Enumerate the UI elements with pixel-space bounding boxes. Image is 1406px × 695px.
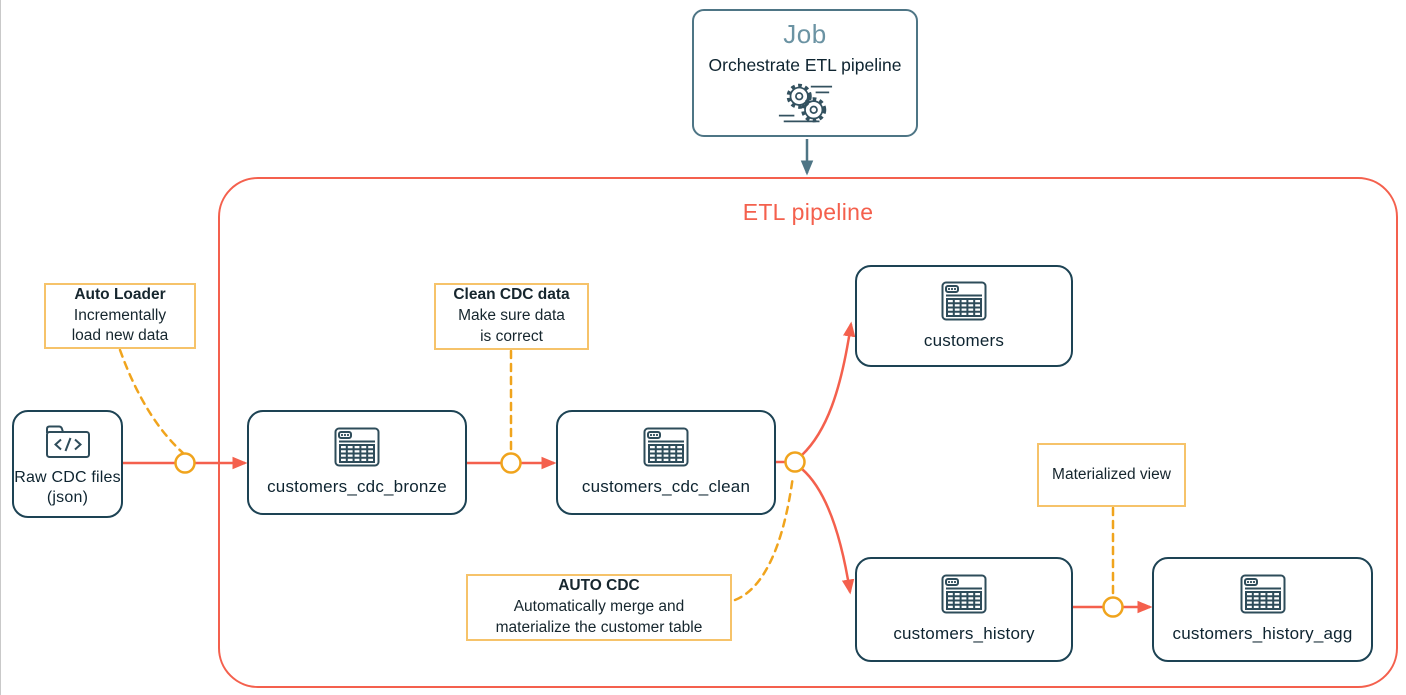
table-icon xyxy=(1240,574,1285,614)
screen-left-edge xyxy=(0,0,1,695)
table-icon xyxy=(941,574,987,614)
node-customers-history-agg: customers_history_agg xyxy=(1152,557,1373,662)
annotation-body: Automatically merge and materialize the … xyxy=(495,598,703,636)
job-title: Job xyxy=(783,19,827,49)
node-label: Raw CDC files (json) xyxy=(14,468,121,506)
table-icon xyxy=(941,281,987,321)
table-icon xyxy=(334,427,380,467)
node-customers: customers xyxy=(855,265,1073,367)
annotation-auto-loader: Auto Loader Incrementally load new data xyxy=(44,283,196,349)
node-customers-cdc-clean: customers_cdc_clean xyxy=(556,410,776,515)
node-label: customers_history_agg xyxy=(1172,624,1353,644)
annotation-title: Clean CDC data xyxy=(453,286,570,304)
node-customers-history: customers_history xyxy=(855,557,1073,662)
etl-pipeline-title: ETL pipeline xyxy=(742,199,874,225)
gears-icon xyxy=(778,83,833,123)
node-raw-cdc-files: Raw CDC files (json) xyxy=(12,410,123,518)
job-subtitle: Orchestrate ETL pipeline xyxy=(708,55,902,75)
annotation-title: Auto Loader xyxy=(74,285,166,303)
node-label: customers_cdc_clean xyxy=(581,477,751,497)
annotation-body: Make sure data is correct xyxy=(458,307,565,345)
table-icon xyxy=(643,427,689,467)
annotation-auto-cdc: AUTO CDC Automatically merge and materia… xyxy=(466,574,732,641)
folder-code-icon xyxy=(45,425,90,458)
annotation-title: AUTO CDC xyxy=(558,577,640,595)
annotation-title: Materialized view xyxy=(1052,465,1171,483)
node-customers-cdc-bronze: customers_cdc_bronze xyxy=(247,410,467,515)
node-label: customers_history xyxy=(893,624,1035,644)
dashed-link-auto-loader xyxy=(118,348,185,455)
node-label: customers xyxy=(923,330,1005,350)
annotation-clean-cdc-data: Clean CDC data Make sure data is correct xyxy=(434,283,589,350)
annotation-materialized-view: Materialized view xyxy=(1037,443,1186,507)
junction-dot xyxy=(174,452,196,474)
annotation-body: Incrementally load new data xyxy=(71,306,169,345)
etl-pipeline-container: ETL pipeline xyxy=(218,177,1398,688)
job-node: Job Orchestrate ETL pipeline xyxy=(692,9,918,137)
node-label: customers_cdc_bronze xyxy=(267,477,447,497)
